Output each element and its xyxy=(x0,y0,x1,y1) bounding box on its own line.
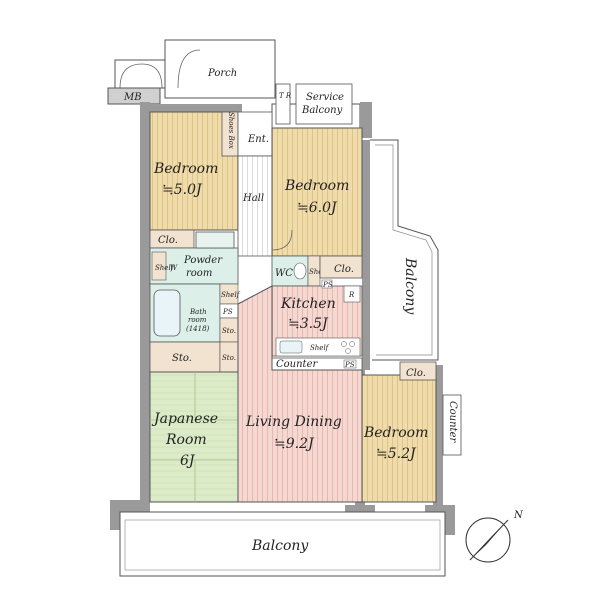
bedroom-north: Bedroom ≒6.0J xyxy=(271,127,363,257)
north-label: N xyxy=(513,510,524,521)
powder-room-label-2: room xyxy=(186,268,212,279)
utility-strip: Shelf PS Sto. Sto. Sto. xyxy=(149,283,241,373)
bedroom-nw-name: Bedroom xyxy=(153,161,218,177)
kitchen-name: Kitchen xyxy=(280,296,336,312)
hall: Hall xyxy=(237,155,273,257)
hall-label: Hall xyxy=(242,193,264,204)
mb-label: MB xyxy=(123,92,142,103)
japanese-room-label-1: Japanese xyxy=(151,411,218,427)
refrigerator-label: R xyxy=(348,291,355,299)
sto-label-3: Sto. xyxy=(222,354,236,362)
tr-label: T R xyxy=(279,92,292,100)
south-balcony: Balcony xyxy=(119,511,446,577)
bedroom-southeast: Clo. Bedroom ≒5.2J Counter xyxy=(361,361,462,503)
bathroom-label-3: (1418) xyxy=(186,325,210,333)
south-balcony-label: Balcony xyxy=(251,538,309,554)
japanese-room: Japanese Room 6J xyxy=(149,371,239,503)
living-dining: Living Dining ≒9.2J xyxy=(237,285,363,503)
counter-label-1: Counter xyxy=(276,359,318,370)
ps-label-2: PS xyxy=(322,281,333,289)
japanese-room-label-2: Room xyxy=(165,432,207,448)
counter-label-2: Counter xyxy=(447,401,458,443)
entrance-label: Ent. xyxy=(247,134,269,145)
east-balcony: Balcony xyxy=(370,139,439,361)
bedroom-nw-size: ≒5.0J xyxy=(162,182,203,198)
closet-north: Clo. xyxy=(319,255,363,279)
porch-label: Porch xyxy=(207,68,237,79)
bedroom-north-size: ≒6.0J xyxy=(297,200,338,216)
living-dining-name: Living Dining xyxy=(245,414,342,430)
kitchen-counter: Counter PS xyxy=(271,357,363,371)
washer-label: W xyxy=(170,264,178,272)
ps-label-3: PS xyxy=(344,361,355,369)
bathroom: Bath room (1418) xyxy=(149,283,221,343)
closet-west: Clo. xyxy=(149,229,195,249)
meter-box: MB xyxy=(107,87,161,105)
sto-label-1: Sto. xyxy=(222,327,236,335)
bathroom-label-1: Bath xyxy=(189,308,207,316)
bathroom-label-2: room xyxy=(188,316,207,324)
shelf-label-1: Shelf xyxy=(155,264,175,272)
shelf-label-2: Shelf xyxy=(221,291,241,299)
japanese-room-label-3: 6J xyxy=(180,453,196,469)
closet-southeast-label: Clo. xyxy=(406,368,426,379)
shelf-label-3: Shelf xyxy=(309,268,329,276)
powder-room: Shelf W Powder room xyxy=(149,231,239,285)
shelf-label-4: Shelf xyxy=(310,344,330,352)
service-balcony: T R Service Balcony xyxy=(275,83,353,125)
kitchen: PS R Kitchen ≒3.5J Shelf xyxy=(271,279,363,357)
ps-label-1: PS xyxy=(222,308,233,316)
kitchen-size: ≒3.5J xyxy=(288,316,329,332)
bedroom-north-name: Bedroom xyxy=(284,178,349,194)
north-compass: N xyxy=(465,510,524,563)
sto-label-2: Sto. xyxy=(172,353,192,364)
shoes-box-label: Shoes Box xyxy=(227,112,235,149)
wc: WC Shelf xyxy=(271,255,329,287)
service-balcony-label-2: Balcony xyxy=(301,105,343,116)
wc-label: WC xyxy=(275,268,293,279)
closet-north-label: Clo. xyxy=(334,264,354,275)
porch-area: Porch xyxy=(114,39,276,99)
closet-west-label: Clo. xyxy=(158,235,178,246)
powder-room-label-1: Powder xyxy=(183,255,223,266)
entrance-area: Shoes Box Ent. xyxy=(221,111,273,157)
living-dining-size: ≒9.2J xyxy=(274,436,315,452)
bedroom-southeast-name: Bedroom xyxy=(363,425,428,441)
east-balcony-label: Balcony xyxy=(402,257,418,315)
service-balcony-label-1: Service xyxy=(306,92,344,103)
bedroom-southeast-size: ≒5.2J xyxy=(376,446,417,462)
